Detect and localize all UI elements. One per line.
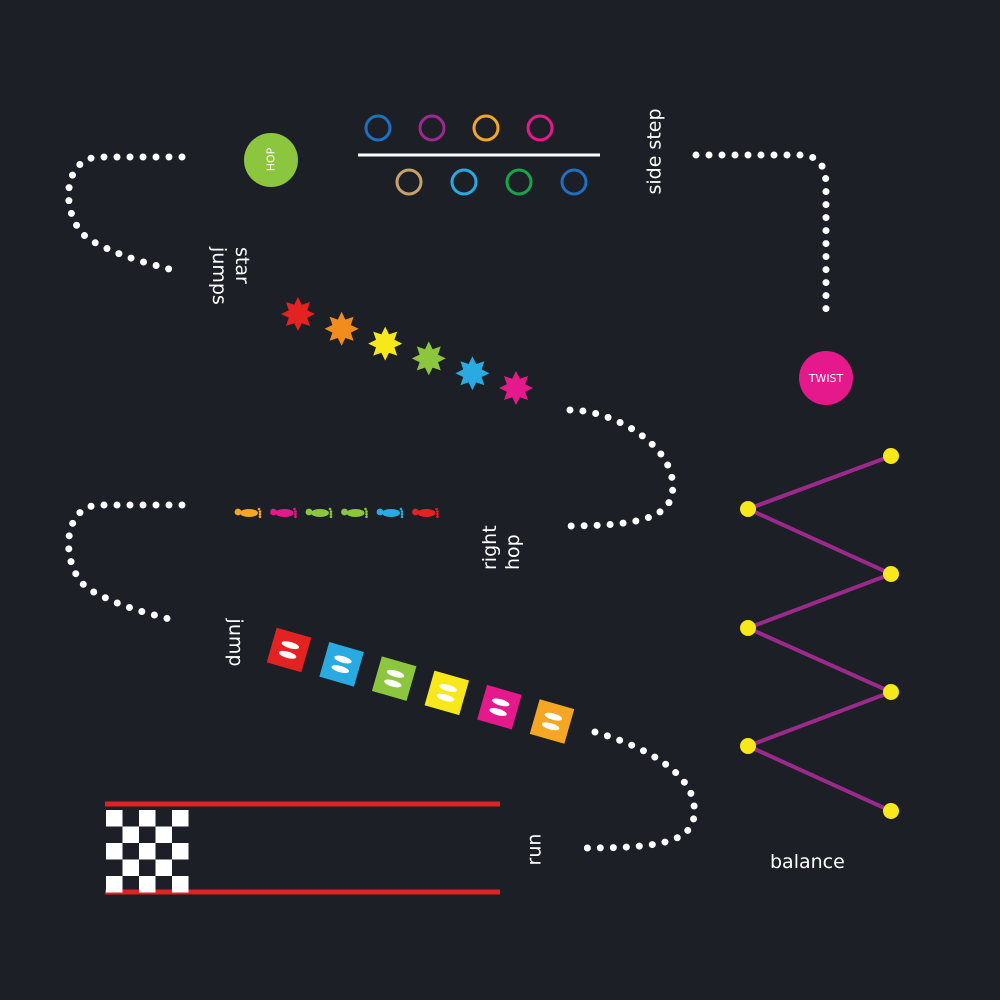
right-hop-label-line1: right bbox=[479, 525, 501, 570]
star-shape bbox=[499, 371, 533, 405]
balance-node bbox=[883, 448, 899, 464]
checker-square bbox=[139, 843, 156, 860]
footprint-icon bbox=[412, 507, 439, 519]
star-shape bbox=[411, 341, 446, 376]
side-step-rings-bottom bbox=[395, 168, 588, 196]
checker-square bbox=[106, 876, 123, 893]
run-track bbox=[105, 801, 500, 895]
jump-squares bbox=[266, 627, 575, 744]
side-step-ring bbox=[450, 168, 478, 196]
checker-square bbox=[172, 843, 189, 860]
right-hop-label: right hop bbox=[479, 490, 531, 570]
checkered-finish-flag bbox=[106, 810, 189, 893]
footprint-icon bbox=[341, 507, 368, 519]
side-step-rings-top bbox=[364, 114, 554, 142]
dotted-path-right-hop-to-jump bbox=[65, 501, 186, 626]
side-step-ring bbox=[505, 168, 533, 196]
side-step-ring bbox=[560, 168, 588, 196]
balance-line bbox=[746, 454, 893, 813]
dotted-path-jump-to-run bbox=[581, 728, 698, 852]
checker-square bbox=[139, 810, 156, 827]
hop-disc bbox=[244, 133, 298, 187]
checker-square bbox=[155, 826, 172, 843]
hop-label: HOP bbox=[264, 147, 278, 172]
side-step-ring bbox=[472, 114, 500, 142]
checker-square bbox=[106, 810, 123, 827]
star-jumps-stars bbox=[281, 297, 533, 405]
star-shape bbox=[455, 356, 490, 391]
checker-square bbox=[172, 876, 189, 893]
balance-node bbox=[883, 684, 899, 700]
checker-square bbox=[122, 826, 139, 843]
checker-square bbox=[155, 859, 172, 876]
jump-label: jump bbox=[224, 618, 247, 667]
right-hop-footprints bbox=[234, 507, 439, 519]
checker-square bbox=[139, 876, 156, 893]
jump-square bbox=[371, 656, 417, 701]
side-step-ring bbox=[364, 114, 392, 142]
footprint-icon bbox=[270, 507, 297, 519]
jump-square bbox=[529, 699, 575, 744]
side-step-ring bbox=[395, 168, 423, 196]
checker-square bbox=[106, 843, 123, 860]
footprint-icon bbox=[376, 507, 404, 519]
star-shape bbox=[324, 311, 359, 346]
balance-node bbox=[883, 566, 899, 582]
twist-label: TWIST bbox=[808, 372, 844, 385]
twist-disc bbox=[799, 351, 853, 405]
jump-square bbox=[424, 670, 470, 716]
jump-square bbox=[319, 642, 364, 687]
star-jumps-label-line2: jumps bbox=[208, 247, 230, 305]
balance-label: balance bbox=[770, 851, 845, 873]
balance-node bbox=[883, 803, 899, 819]
run-label: run bbox=[523, 833, 546, 866]
dotted-path-hop-to-star bbox=[65, 153, 186, 276]
checker-square bbox=[172, 810, 189, 827]
balance-node bbox=[740, 738, 756, 754]
balance-zigzag bbox=[740, 448, 899, 819]
star-shape bbox=[368, 326, 403, 361]
footprint-icon bbox=[305, 507, 333, 519]
footprint-icon bbox=[234, 507, 262, 519]
jump-square bbox=[266, 627, 312, 673]
side-step-area bbox=[358, 114, 600, 196]
right-hop-label-line2: hop bbox=[502, 534, 524, 570]
balance-node bbox=[740, 620, 756, 636]
star-shape bbox=[281, 297, 315, 331]
side-step-ring bbox=[526, 114, 554, 142]
side-step-ring bbox=[418, 114, 446, 142]
star-jumps-label-line1: star bbox=[231, 247, 253, 284]
checker-square bbox=[122, 859, 139, 876]
balance-node bbox=[740, 501, 756, 517]
jump-square bbox=[477, 684, 522, 730]
side-step-label: side step bbox=[643, 108, 666, 195]
dotted-path-star-to-right-hop bbox=[561, 406, 677, 530]
dotted-path-side-step-to-twist bbox=[692, 151, 830, 319]
star-jumps-label: star jumps bbox=[201, 247, 253, 327]
